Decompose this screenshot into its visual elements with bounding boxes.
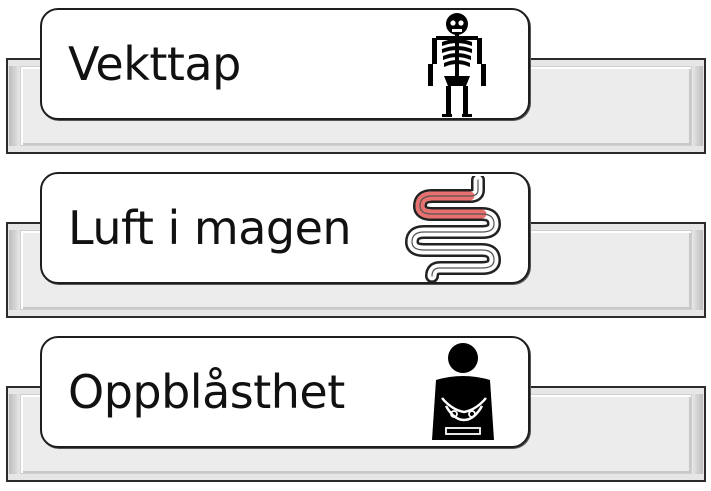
symptom-label: Vekttap xyxy=(68,37,241,91)
symptom-row-gas: Luft i magen xyxy=(0,164,711,324)
skeleton-icon xyxy=(402,12,512,118)
bar-bevel-right xyxy=(693,394,703,474)
symptom-card: Vekttap xyxy=(40,8,530,120)
symptom-row-weight-loss: Vekttap xyxy=(0,0,711,160)
symptom-card: Oppblåsthet xyxy=(40,336,530,448)
bar-bevel-right xyxy=(693,230,703,310)
bar-bevel-left xyxy=(9,394,19,474)
bloated-person-icon xyxy=(408,340,518,446)
bar-bevel-left xyxy=(9,66,19,146)
symptom-card: Luft i magen xyxy=(40,172,530,284)
intestine-icon xyxy=(400,176,510,282)
bar-bevel-right xyxy=(693,66,703,146)
symptom-row-bloating: Oppblåsthet xyxy=(0,328,711,488)
symptom-label: Luft i magen xyxy=(68,201,352,255)
bar-bevel-left xyxy=(9,230,19,310)
symptom-label: Oppblåsthet xyxy=(68,365,345,419)
